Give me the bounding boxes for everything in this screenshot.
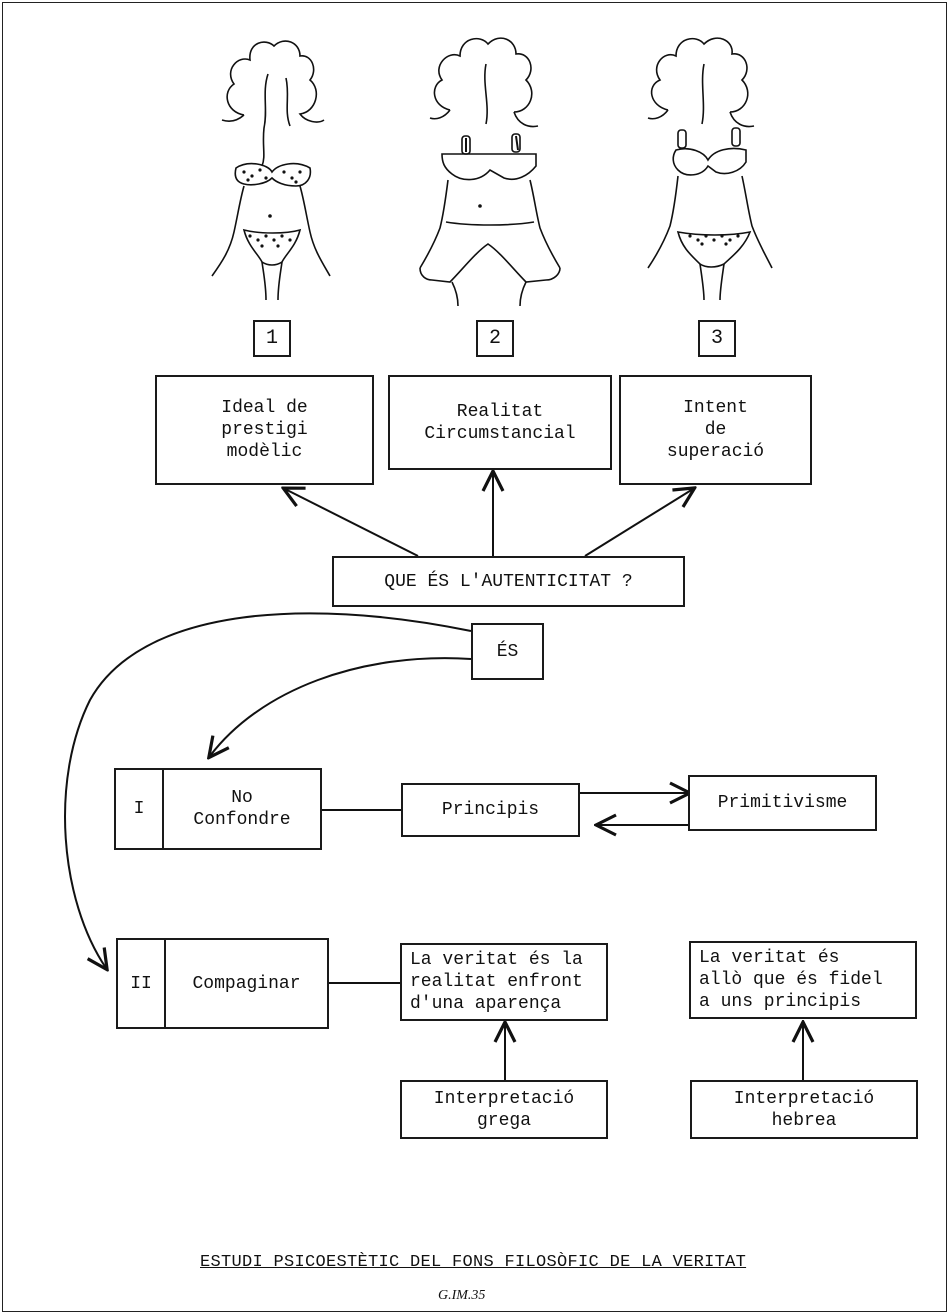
hebrew-truth-box: La veritat és allò que és fidel a uns pr… — [689, 941, 917, 1019]
greek-truth-box: La veritat és la realitat enfront d'una … — [400, 943, 608, 1021]
figure-2-navel — [478, 204, 482, 208]
arrow-es-to-no-confondre — [210, 657, 472, 756]
hebrew-interpretation-box: Interpretació hebrea — [690, 1080, 918, 1139]
branch-two-roman: II — [118, 940, 166, 1027]
concept-realitat-circumstancial: Realitat Circumstancial — [388, 375, 612, 470]
figure-1-pattern — [242, 168, 302, 248]
arrow-question-to-ideal — [285, 489, 419, 557]
figure-number-1: 1 — [253, 320, 291, 357]
branch-two-label: Compaginar — [192, 973, 301, 994]
arrow-question-to-intent — [584, 489, 693, 557]
branch-one-box: I No Confondre — [114, 768, 322, 850]
footer-code: G.IM.35 — [438, 1288, 486, 1303]
figure-1-drawing — [211, 40, 331, 301]
es-box: ÉS — [471, 623, 544, 680]
principis-box: Principis — [401, 783, 580, 837]
figure-2-drawing — [419, 37, 561, 307]
concept-intent-superacio: Intent de superació — [619, 375, 812, 485]
branch-two-box: II Compaginar — [116, 938, 329, 1029]
arrow-es-to-compaginar — [64, 612, 472, 968]
primitivisme-box: Primitivisme — [688, 775, 877, 831]
concept-ideal-prestigi: Ideal de prestigi modèlic — [155, 375, 374, 485]
branch-one-roman: I — [116, 770, 164, 848]
figure-number-3: 3 — [698, 320, 736, 357]
figure-3-pattern — [688, 234, 740, 246]
greek-interpretation-box: Interpretació grega — [400, 1080, 608, 1139]
branch-one-label: No Confondre — [193, 788, 291, 830]
footer-title: ESTUDI PSICOESTÈTIC DEL FONS FILOSÒFIC D… — [200, 1253, 747, 1272]
figure-3-drawing — [647, 37, 773, 301]
figure-number-2: 2 — [476, 320, 514, 357]
question-box: QUE ÉS L'AUTENTICITAT ? — [332, 556, 685, 607]
